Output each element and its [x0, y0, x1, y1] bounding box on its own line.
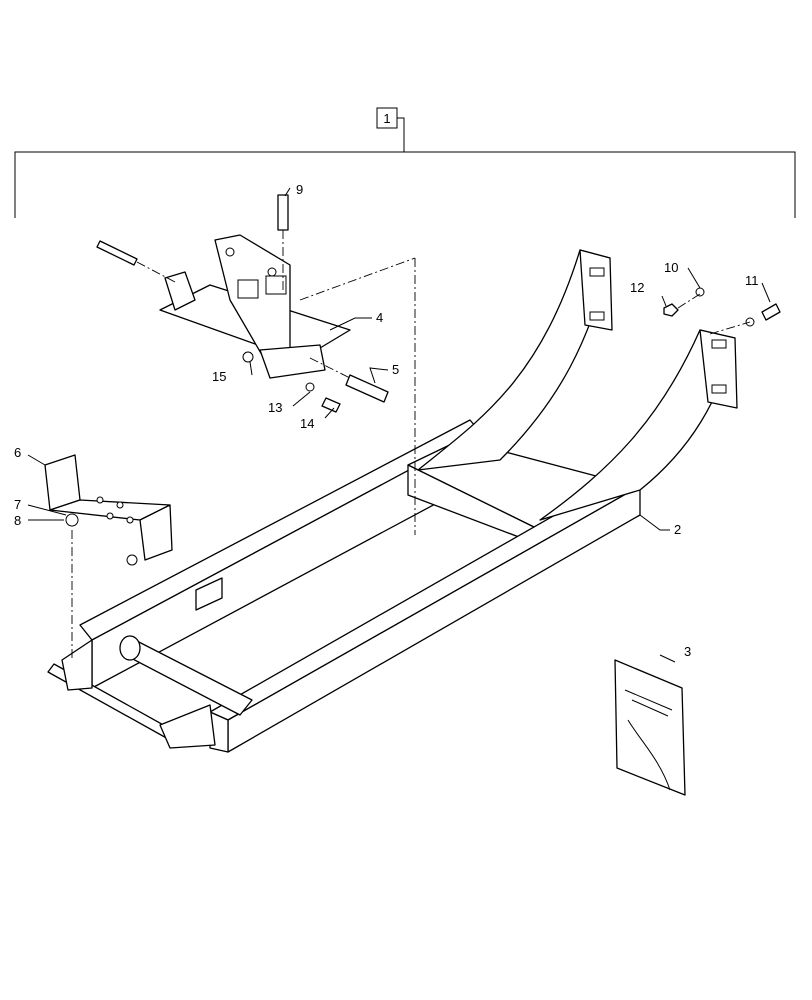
callout-14: 14 [300, 416, 314, 431]
bolt-14 [321, 397, 341, 413]
callout-7: 7 [14, 497, 21, 512]
pin-8 [65, 513, 79, 527]
axle-end [119, 635, 141, 661]
callout-6: 6 [14, 445, 21, 460]
callout-11: 11 [745, 273, 759, 288]
washer-10 [695, 287, 705, 297]
callout-10: 10 [664, 260, 678, 275]
hitch-bracket-part [44, 454, 173, 660]
callout-4: 4 [376, 310, 383, 325]
callout-8: 8 [14, 513, 21, 528]
washer-13 [305, 382, 315, 392]
callout-3: 3 [684, 644, 691, 659]
manual-part [614, 659, 686, 796]
hardware-parts [242, 287, 781, 413]
assembly-bracket: 1 [14, 107, 796, 218]
nut-12 [663, 303, 679, 317]
callout-2: 2 [674, 522, 681, 537]
main-frame-part [47, 249, 738, 753]
callout-9: 9 [296, 182, 303, 197]
bolt-11 [761, 303, 781, 321]
assembly-callout-label: 1 [383, 111, 390, 126]
callout-5: 5 [392, 362, 399, 377]
callout-13: 13 [268, 400, 282, 415]
callout-12: 12 [630, 280, 644, 295]
callout-15: 15 [212, 369, 226, 384]
nut-15 [242, 351, 254, 363]
pin-bracket-part [96, 194, 389, 403]
